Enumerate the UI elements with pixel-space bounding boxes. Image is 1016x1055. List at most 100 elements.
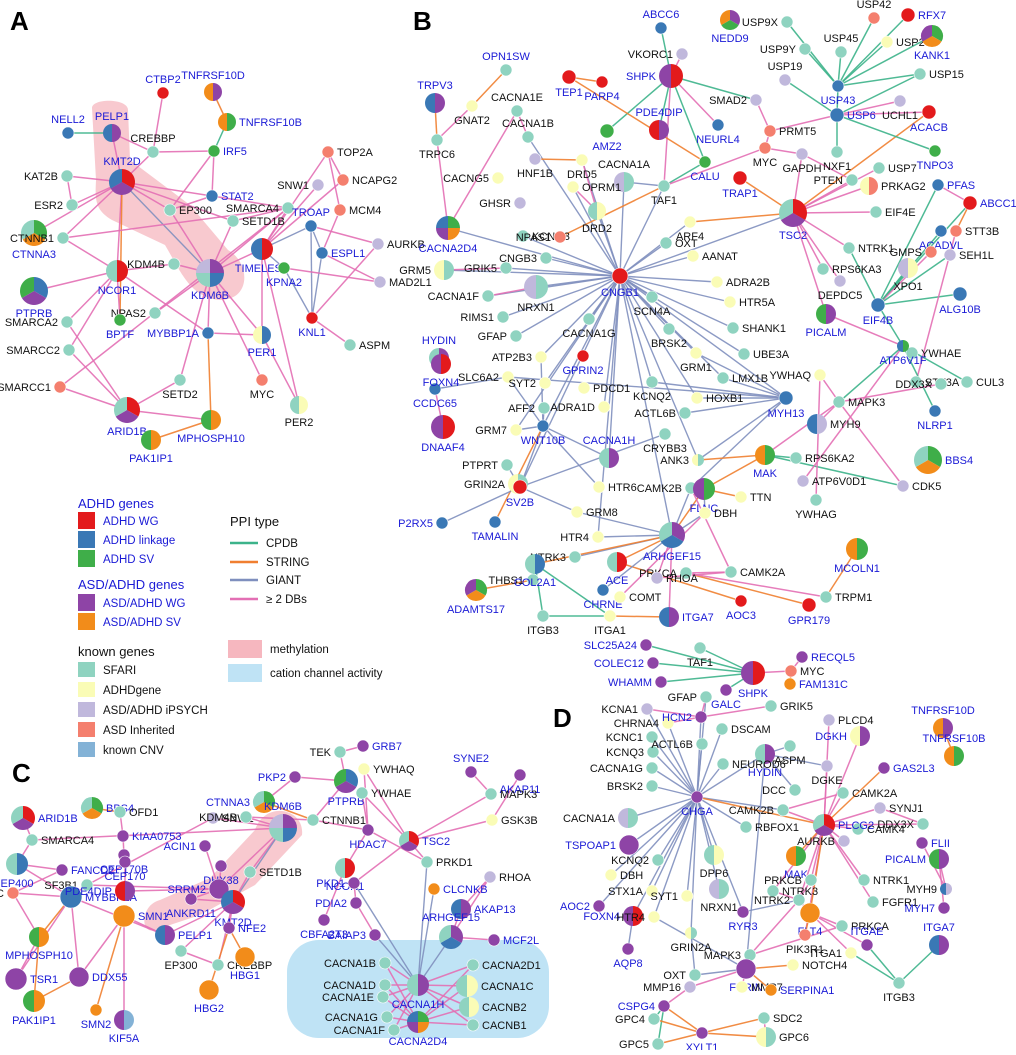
- node-c-hdac7: HDAC7: [349, 823, 387, 851]
- node-b-taf1: TAF1: [651, 179, 677, 207]
- node-label-a-smarcc2: SMARCC2: [6, 345, 60, 357]
- node-label-d-xylt1: XYLT1: [686, 1042, 719, 1050]
- node-a-ctnnb1: CTNNB1: [10, 231, 70, 245]
- edge-d-chga-kcna1: [646, 708, 698, 798]
- node-b-myh13: MYH13: [768, 390, 804, 420]
- node-c-pkp2: PKP2: [258, 770, 302, 784]
- edge-d-chga-rbfox1: [696, 796, 747, 828]
- node-b-wnt10b: WNT10B: [521, 419, 565, 447]
- edge-c-ctnnb1-hdac7: [312, 819, 369, 831]
- node-d-gas2l3: GAS2L3: [877, 761, 935, 775]
- node-c-ddx55: DDX55: [68, 966, 127, 988]
- node-a-smarcc1: SMARCC1: [0, 380, 67, 394]
- node-d-mapk3: MAPK3: [704, 948, 757, 962]
- edge-b-cngb1-drd2: [596, 210, 621, 277]
- legend-label-sfari: SFARI: [103, 665, 136, 677]
- node-b-ywhae: YWHAE: [905, 346, 961, 360]
- edge-b-taf1-myc: [663, 147, 766, 187]
- edge-b-arhgef15-col2a1: [534, 534, 673, 565]
- legend-label-multi-db: ≥ 2 DBs: [266, 594, 307, 606]
- node-label-b-grm7: GRM7: [475, 425, 507, 437]
- node-label-d-ntrk3: NTRK3: [782, 886, 818, 898]
- node-label-d-nrxn1: NRXN1: [700, 902, 737, 914]
- node-d-myc: MYC: [784, 664, 825, 678]
- node-label-b-itga1: ITGA1: [594, 625, 626, 637]
- node-label-b-nxf1: NXF1: [823, 161, 851, 173]
- node-d-whamm: WHAMM: [608, 675, 668, 689]
- node-c-mcf2l: MCF2L: [487, 933, 539, 947]
- node-label-c-cacna1c: CACNA1C: [481, 981, 534, 993]
- node-b-mapk3: MAPK3: [832, 395, 885, 409]
- node-label-b-nedd9: NEDD9: [711, 33, 748, 45]
- node-label-a-tnfrsf10b: TNFRSF10B: [239, 117, 302, 129]
- node-c-pde4dip: PDE4DIP: [65, 881, 135, 901]
- edge-a-per1-per2: [261, 334, 300, 406]
- node-c-cbfa2t3: CBFA2T3: [300, 913, 348, 941]
- node-b-usp42: USP42: [857, 0, 891, 25]
- node-label-a-kat2b: KAT2B: [24, 171, 58, 183]
- edge-b-cngb1-oprm1: [572, 186, 621, 277]
- node-label-a-per1: PER1: [248, 347, 277, 359]
- panel-label-a: A: [10, 6, 29, 36]
- node-d-syt1: SYT1: [650, 889, 694, 903]
- node-label-a-mphosph10: MPHOSPH10: [177, 433, 245, 445]
- node-label-c-ywhaq: YWHAQ: [373, 764, 415, 776]
- node-d-dscam: DSCAM: [715, 722, 771, 736]
- edge-c-cacna2d4-cacna1b: [384, 962, 419, 1023]
- edge-b-flnc-mak: [703, 454, 766, 490]
- node-b-foxn4: FOXN4: [423, 354, 459, 389]
- node-c-clcnkb: CLCNKB: [427, 882, 488, 896]
- node-label-a-ep300: EP300: [179, 205, 212, 217]
- node-label-a-troap: TROAP: [292, 207, 330, 219]
- node-a-top2a: TOP2A: [321, 145, 374, 159]
- legend-label-giant: GIANT: [266, 575, 301, 587]
- node-b-htr4: HTR4: [560, 530, 605, 544]
- node-label-a-ctnna3: CTNNA3: [12, 249, 56, 261]
- edge-b-cngb1-htr5a: [619, 275, 731, 303]
- node-a-smarca2: SMARCA2: [5, 315, 74, 329]
- node-label-d-serpina1: SERPINA1: [780, 985, 834, 997]
- edge-d-furin-htr4: [653, 916, 747, 970]
- node-b-col2a1: COL2A1: [514, 554, 556, 589]
- node-b-itgb3: ITGB3: [527, 609, 559, 637]
- edge-a-per2-timeless: [261, 248, 300, 406]
- node-b-dnaaf4: DNAAF4: [421, 415, 465, 454]
- node-a-myc: MYC: [250, 373, 274, 401]
- legend-title-asd-adhd: ASD/ADHD genes: [78, 577, 185, 592]
- legend-label-cpdb: CPDB: [266, 538, 298, 550]
- node-b-slc6a2: SLC6A2: [458, 370, 515, 384]
- node-label-c-mapk3: MAPK3: [500, 789, 537, 801]
- node-d-cacna1a: CACNA1A: [563, 808, 638, 828]
- node-label-c-ptprb: PTPRB: [328, 796, 365, 808]
- node-a-kpna2: KPNA2: [266, 261, 302, 289]
- edge-b-mak-ank3: [697, 454, 766, 461]
- edge-c-pkd1-cacna1h: [353, 882, 419, 986]
- node-label-a-per2: PER2: [285, 417, 314, 429]
- node-b-ace: ACE: [606, 552, 628, 587]
- node-c-pdia2: PDIA2: [315, 896, 363, 910]
- node-label-d-galc: GALC: [711, 699, 741, 711]
- node-label-d-whamm: WHAMM: [608, 677, 652, 689]
- edge-c-hdac7-prkd1: [367, 829, 428, 863]
- node-label-b-ank3: ANK3: [660, 455, 689, 467]
- edge-b-prkca-gpr179: [685, 572, 810, 606]
- edge-b-cngb1-kcnq2: [619, 275, 653, 383]
- edge-b-drd5-hnf1b: [534, 158, 583, 161]
- node-label-b-p2rx5: P2RX5: [398, 518, 433, 530]
- legend-swatch-asd-adhd-sv: [78, 613, 95, 630]
- node-d-rbfox1: RBFOX1: [739, 820, 799, 834]
- node-b-syt2: SYT2: [508, 376, 552, 390]
- legend-title-ppi: PPI type: [230, 514, 279, 529]
- edge-b-tsc2-picalm: [792, 212, 827, 315]
- edge-a-kpna2-mad2l1: [283, 267, 381, 283]
- node-b-usp15: USP15: [913, 67, 964, 81]
- node-b-kcnq2: KCNQ2: [633, 375, 671, 403]
- node-b-sv2b: SV2B: [506, 479, 534, 509]
- node-label-b-adra1d: ADRA1D: [550, 402, 595, 414]
- node-d-cacna1g: CACNA1G: [590, 761, 659, 775]
- node-c-mapk3: MAPK3: [484, 787, 537, 801]
- node-b-tep1: TEP1: [555, 69, 583, 99]
- node-b-usp7: USP7: [872, 161, 917, 175]
- node-label-d-gpc6: GPC6: [779, 1032, 809, 1044]
- node-b-atp6v0d1: ATP6V0D1: [796, 474, 866, 488]
